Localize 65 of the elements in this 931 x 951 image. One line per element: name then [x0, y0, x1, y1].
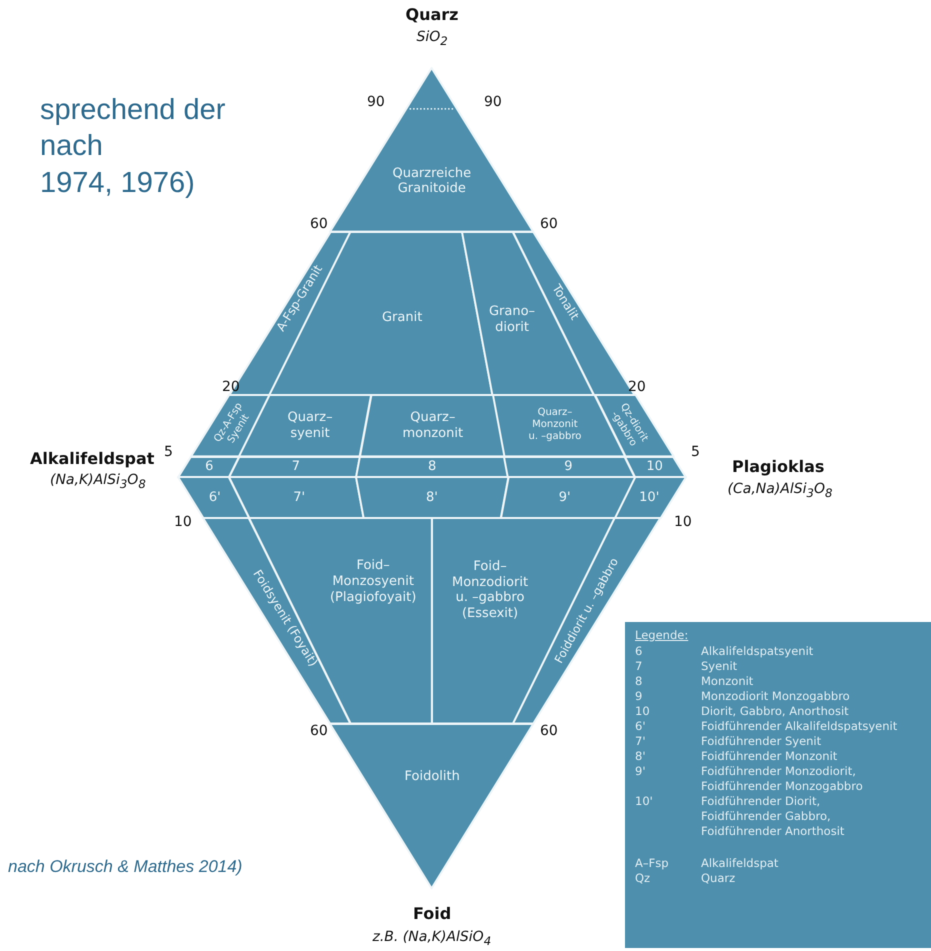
legend-code: 8: [635, 674, 642, 689]
legend-code: 6': [635, 719, 646, 734]
legend-code: 6: [635, 644, 642, 659]
field-label: 9': [558, 490, 571, 506]
scale-value: 5: [164, 444, 173, 460]
field-label: 8: [428, 458, 436, 474]
legend-code: 8': [635, 749, 646, 764]
field-label: Quarzreiche Granitoide: [392, 166, 472, 197]
scale-value: 90: [367, 94, 385, 110]
scale-value: 60: [540, 216, 558, 232]
scale-value: 10: [674, 514, 692, 530]
legend-code: 7: [635, 659, 642, 674]
field-label: Foid– Monzosyenit (Plagiofoyait): [330, 558, 416, 606]
corner-formula: SiO$_{2}$: [416, 28, 448, 48]
field-label: Quarz– syenit: [287, 410, 333, 442]
field-label: Foid– Monzodiorit u. –gabbro (Essexit): [452, 558, 528, 622]
scale-value: 10: [174, 514, 192, 530]
legend-code: 9': [635, 764, 646, 779]
legend-code: Qz: [635, 871, 650, 886]
legend-description: Alkalifeldspatsyenit: [701, 644, 814, 659]
field-label: 7': [293, 490, 306, 506]
field-label: 9: [564, 458, 572, 474]
scale-value: 60: [540, 723, 558, 739]
legend-code: 7': [635, 734, 646, 749]
legend-heading: Legende:: [635, 628, 688, 643]
field-label: Grano– diorit: [488, 304, 536, 336]
scale-value: 60: [310, 723, 328, 739]
field-label: Granit: [382, 310, 422, 326]
corner-name: Foid: [413, 904, 452, 922]
corner-formula: (Ca,Na)AlSi$_{3}$O$_{8}$: [728, 480, 832, 500]
legend-code: 9: [635, 689, 642, 704]
source-caption: nach Okrusch & Matthes 2014): [8, 857, 242, 877]
field-label: 8': [426, 490, 438, 506]
scale-value: 60: [310, 216, 328, 232]
corner-formula: z.B. (Na,K)AlSiO$_{4}$: [372, 928, 492, 948]
legend-description: Syenit: [701, 659, 738, 674]
legend-description: Diorit, Gabbro, Anorthosit: [701, 704, 849, 719]
legend-description: Quarz: [701, 871, 736, 886]
legend-description: Foidführender Diorit, Foidführender Gabbro, Foidführender Anorthosit: [701, 794, 844, 839]
corner-name: Alkalifeldspat: [30, 448, 154, 468]
field-label: Foidolith: [404, 768, 460, 785]
field-label: 6: [205, 458, 214, 474]
legend-description: Monzodiorit Monzogabbro: [701, 689, 850, 704]
field-label: Quarz– monzonit: [402, 410, 464, 442]
corner-name: Quarz: [406, 4, 458, 24]
legend-code: A–Fsp: [635, 856, 669, 871]
field-label: 7: [292, 458, 300, 474]
legend-code: 10': [635, 794, 653, 809]
corner-name: Plagioklas: [732, 456, 824, 476]
legend-description: Foidführender Monzodiorit, Foidführender Monzogabbro: [701, 764, 863, 794]
legend-description: Foidführender Syenit: [701, 734, 822, 749]
scale-value: 20: [628, 379, 646, 395]
legend-description: Foidführender Monzonit: [701, 749, 838, 764]
page-title: sprechend der nach 1974, 1976): [40, 93, 226, 200]
field-label: 6': [208, 490, 221, 506]
legend-code: 10: [635, 704, 650, 719]
scale-value: 5: [691, 444, 700, 460]
legend-description: Alkalifeldspat: [701, 856, 778, 871]
corner-formula: (Na,K)AlSi$_{3}$O$_{8}$: [50, 472, 146, 490]
legend-description: Monzonit: [701, 674, 754, 689]
legend-description: Foidführender Alkalifeldspatsyenit: [701, 719, 898, 734]
field-label: 10': [639, 490, 660, 506]
field-label: Quarz– Monzonit u. –gabbro: [528, 406, 582, 443]
scale-value: 90: [484, 94, 502, 110]
field-label: 10: [646, 458, 663, 474]
